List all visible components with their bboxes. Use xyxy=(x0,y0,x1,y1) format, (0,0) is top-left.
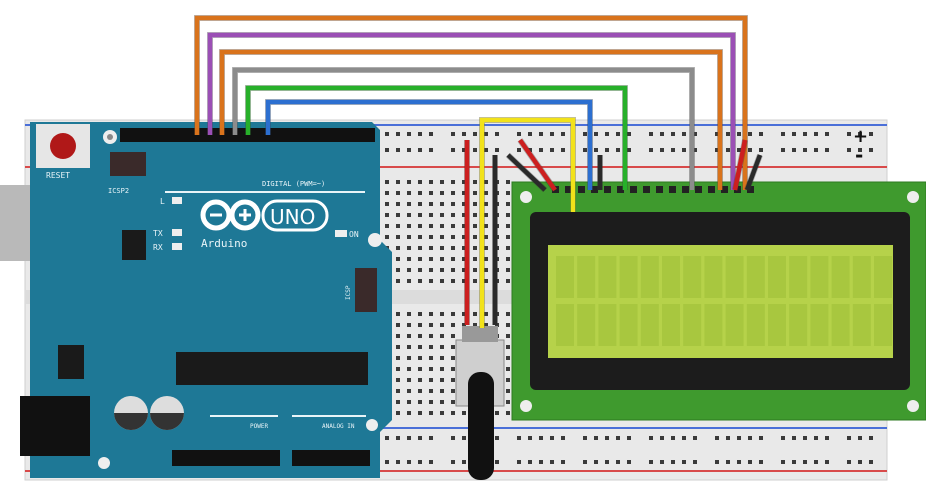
lcd-module xyxy=(511,181,926,421)
power-header xyxy=(172,450,280,466)
arduino-logo xyxy=(200,199,329,232)
wire-blue xyxy=(265,99,593,190)
potentiometer[interactable] xyxy=(455,326,505,480)
lcd-character-cells xyxy=(556,256,892,346)
svg-text:RX: RX xyxy=(153,243,163,252)
jumper-wires xyxy=(194,15,763,328)
wire-yellow xyxy=(479,117,576,328)
wire-red-backlight xyxy=(732,139,748,191)
svg-text:L: L xyxy=(160,197,165,206)
svg-text:ANALOG IN: ANALOG IN xyxy=(322,423,355,430)
icsp2-header xyxy=(110,152,146,176)
wire-orange-2 xyxy=(219,49,723,190)
arduino-uno: RESET ICSP2 DIGITAL (PWM=~) L TX RX ON U… xyxy=(0,122,392,478)
svg-text:POWER: POWER xyxy=(250,423,268,430)
svg-text:DIGITAL (PWM=~): DIGITAL (PWM=~) xyxy=(262,180,325,188)
lcd-pin-header xyxy=(552,186,754,193)
svg-text:ICSP: ICSP xyxy=(345,285,352,300)
svg-text:RESET: RESET xyxy=(46,171,70,180)
wire-purple xyxy=(207,32,736,190)
wire-orange xyxy=(194,15,748,190)
model-label: UNO xyxy=(270,205,315,229)
brand-label: Arduino xyxy=(201,237,247,250)
minus-rail-label: - xyxy=(855,143,863,167)
wire-black-backlight xyxy=(744,153,763,192)
icsp-header xyxy=(355,268,377,312)
wire-red-lcd xyxy=(517,138,558,192)
wire-green xyxy=(245,85,628,190)
analog-header xyxy=(292,450,370,466)
wire-gray xyxy=(232,67,695,190)
svg-text:TX: TX xyxy=(153,229,163,238)
svg-text:ON: ON xyxy=(349,230,359,239)
plus-rail-label: + xyxy=(853,126,868,147)
wire-black-lcd xyxy=(505,152,548,193)
svg-text:ICSP2: ICSP2 xyxy=(108,187,129,195)
microcontroller-chip xyxy=(176,352,368,385)
power-jack xyxy=(20,396,90,456)
